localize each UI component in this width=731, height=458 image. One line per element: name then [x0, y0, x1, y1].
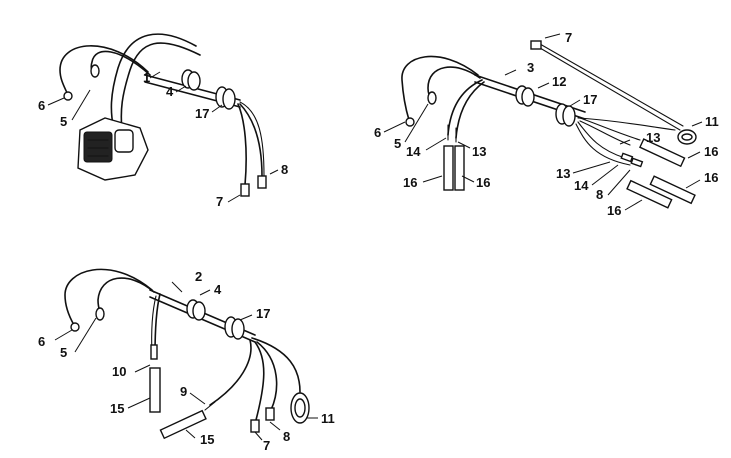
lead-wire — [577, 121, 626, 159]
hose-line — [110, 33, 197, 131]
callout-6: 6 — [38, 98, 45, 113]
spade-terminal — [240, 183, 250, 197]
ring-terminal — [63, 91, 73, 101]
callout-14: 14 — [574, 178, 589, 193]
insulating-sleeve — [626, 179, 673, 209]
callout-11: 11 — [705, 114, 719, 129]
callout-7: 7 — [565, 30, 572, 45]
callout-15: 15 — [200, 432, 214, 447]
insulating-sleeve — [454, 145, 465, 191]
lead-wire — [251, 337, 301, 393]
callout-16: 16 — [476, 175, 490, 190]
callout-16: 16 — [704, 170, 718, 185]
callout-8: 8 — [596, 187, 603, 202]
callout-17: 17 — [195, 106, 209, 121]
callout-7: 7 — [263, 438, 270, 453]
assembly-b: 7 3 12 17 11 6 5 14 13 13 13 14 8 16 16 … — [374, 30, 719, 218]
spade-terminal — [250, 419, 260, 433]
callout-14: 14 — [406, 144, 421, 159]
ring-terminal — [90, 64, 100, 78]
ignition-module — [77, 117, 149, 181]
ring-terminal — [405, 117, 415, 127]
ground-wire — [401, 55, 479, 121]
insulating-sleeve — [149, 367, 161, 413]
callout-11: 11 — [321, 411, 335, 426]
ground-wire — [90, 50, 151, 76]
hose-line — [120, 42, 201, 131]
callout-17: 17 — [583, 92, 597, 107]
callout-5: 5 — [394, 136, 401, 151]
lead-wire — [455, 81, 485, 139]
insulating-sleeve — [443, 145, 454, 191]
spade-terminal — [530, 40, 542, 50]
callout-4: 4 — [166, 84, 174, 99]
callout-9: 9 — [180, 384, 187, 399]
ground-wire — [97, 277, 155, 313]
callout-12: 12 — [552, 74, 566, 89]
callout-7: 7 — [216, 194, 223, 209]
ring-terminal — [95, 307, 105, 321]
spade-terminal — [620, 152, 634, 163]
callout-5: 5 — [60, 345, 67, 360]
ground-wire — [64, 268, 153, 326]
callout-8: 8 — [281, 162, 288, 177]
callout-6: 6 — [374, 125, 381, 140]
lead-wire — [447, 79, 483, 136]
callout-16: 16 — [607, 203, 621, 218]
lead-wire — [256, 341, 278, 411]
callout-2: 2 — [195, 269, 202, 284]
callout-16: 16 — [403, 175, 417, 190]
callout-5: 5 — [60, 114, 67, 129]
spade-terminal — [257, 175, 267, 189]
assembly-c: 2 4 17 6 5 10 15 9 15 11 8 7 — [38, 268, 335, 453]
callout-3: 3 — [527, 60, 534, 75]
insulating-sleeve — [649, 175, 696, 205]
insulating-sleeve — [639, 138, 686, 168]
callout-6: 6 — [38, 334, 45, 349]
callout-15: 15 — [110, 401, 124, 416]
spade-terminal — [150, 344, 158, 360]
callout-10: 10 — [112, 364, 126, 379]
ground-wire — [59, 45, 149, 96]
lead-wire — [239, 103, 263, 177]
lead-wire — [539, 47, 681, 131]
callout-13: 13 — [646, 130, 660, 145]
callout-1: 1 — [143, 70, 150, 85]
callout-13: 13 — [556, 166, 570, 181]
lead-wire — [254, 341, 265, 421]
lead-wire — [209, 339, 252, 406]
ring-terminal — [427, 91, 437, 105]
callout-8: 8 — [283, 429, 290, 444]
callout-17: 17 — [256, 306, 270, 321]
callout-16: 16 — [704, 144, 718, 159]
spade-terminal — [265, 407, 275, 421]
insulating-sleeve — [159, 409, 207, 440]
lead-wire — [579, 117, 641, 141]
lead-wire — [237, 103, 247, 186]
assembly-a: 1 4 6 5 17 7 8 — [38, 33, 288, 209]
spade-terminal — [630, 157, 644, 168]
ring-terminal — [70, 322, 80, 332]
lead-wire — [577, 117, 676, 131]
callout-4: 4 — [214, 282, 222, 297]
callout-13: 13 — [472, 144, 486, 159]
